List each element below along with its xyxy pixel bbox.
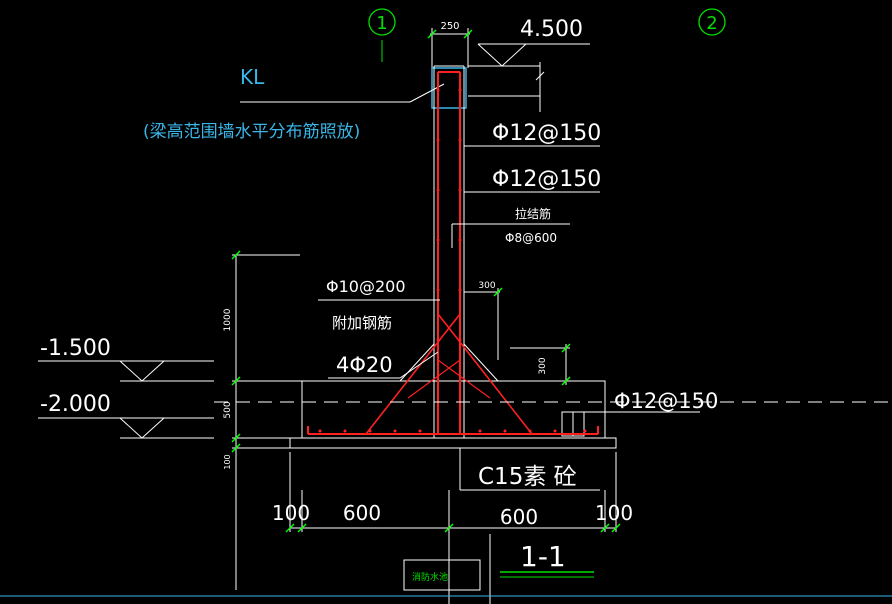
stamp-box bbox=[403, 559, 481, 591]
wall-width-label: 250 bbox=[440, 21, 459, 32]
additional-rebar-label: 附加钢筋 bbox=[332, 314, 392, 332]
bottom-mesh-leader: Φ12@150 bbox=[584, 389, 718, 413]
rebar-dots bbox=[318, 88, 587, 433]
elevation-low: -2.000 bbox=[38, 392, 214, 439]
grid-bubble-2 bbox=[698, 8, 726, 36]
haunch-bar-right bbox=[437, 313, 533, 435]
grid-axes: 1 2 bbox=[368, 8, 726, 62]
wall bbox=[433, 65, 465, 438]
section-title: 1-1 bbox=[500, 540, 594, 578]
beam-kl: KL (梁高范围墙水平分布筋照放) bbox=[143, 65, 467, 142]
wall-width-dimension: 250 bbox=[427, 21, 473, 68]
haunch-dimensions: 300 300 bbox=[464, 281, 571, 386]
right-width-label: 600 bbox=[500, 505, 538, 529]
left-offset-label: 100 bbox=[272, 501, 310, 525]
grid-bubble-1 bbox=[368, 8, 396, 36]
vertical-rebar-2-label: Φ12@150 bbox=[492, 167, 601, 192]
beam-code-label: KL bbox=[240, 65, 265, 89]
elevation-top-label: 4.500 bbox=[520, 17, 583, 42]
footing-outline bbox=[301, 380, 606, 439]
wall-height-label: 1000 bbox=[223, 308, 233, 331]
bottom-dimensions: 100 600 600 100 bbox=[272, 452, 633, 533]
haunch-bar-left bbox=[365, 313, 461, 435]
beam-note-label: (梁高范围墙水平分布筋照放) bbox=[143, 122, 360, 142]
vertical-dimensions-left: 1000 500 100 bbox=[223, 250, 302, 590]
elevation-top: 4.500 bbox=[468, 17, 590, 112]
stamp: 消防水池 bbox=[403, 559, 481, 591]
grid-label-1: 1 bbox=[376, 13, 387, 34]
bedding-height-label: 100 bbox=[223, 454, 232, 469]
additional-rebar-spec: Φ10@200 bbox=[326, 277, 406, 296]
section-title-label: 1-1 bbox=[520, 540, 566, 573]
elevation-mid-label: -1.500 bbox=[40, 336, 111, 361]
rebar-leaders-right: Φ12@150 Φ12@150 拉结筋 Φ8@600 bbox=[451, 121, 601, 248]
footing bbox=[289, 343, 617, 449]
haunch-h-label: 300 bbox=[478, 281, 495, 291]
elevation-low-label: -2.000 bbox=[40, 392, 111, 417]
bottom-mesh-label: Φ12@150 bbox=[614, 389, 718, 413]
corner-bars-label: 4Φ20 bbox=[336, 353, 393, 377]
right-offset-label: 100 bbox=[595, 501, 633, 525]
haunch-v-label: 300 bbox=[538, 357, 548, 374]
elevation-mid: -1.500 bbox=[38, 336, 214, 382]
footing-height-label: 500 bbox=[223, 401, 233, 418]
tie-bar-spec: Φ8@600 bbox=[505, 231, 557, 245]
stamp-label: 消防水池 bbox=[412, 571, 448, 583]
beam-outline bbox=[431, 67, 467, 109]
tie-bar-label: 拉结筋 bbox=[515, 206, 551, 221]
rebar-leaders-left: Φ10@200 附加钢筋 4Φ20 bbox=[318, 277, 440, 379]
concrete-label: C15素 砼 bbox=[478, 464, 577, 490]
rebar-cage bbox=[307, 71, 599, 435]
concrete-leader: C15素 砼 bbox=[459, 448, 600, 491]
grid-label-2: 2 bbox=[706, 13, 717, 34]
bedding-outline bbox=[289, 437, 617, 449]
vertical-rebar-1-label: Φ12@150 bbox=[492, 121, 601, 146]
left-width-label: 600 bbox=[343, 501, 381, 525]
